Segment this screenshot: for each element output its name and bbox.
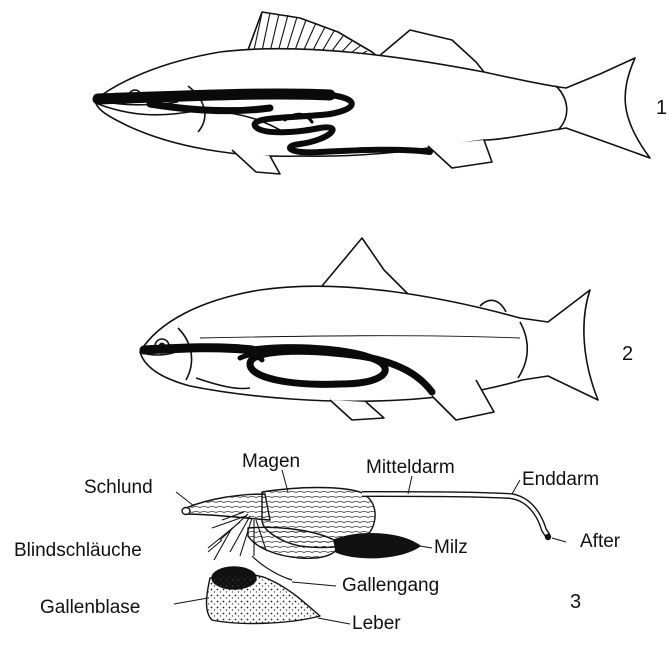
label-after: After: [580, 532, 620, 551]
fish-2: [140, 238, 598, 420]
hindgut: [510, 496, 548, 536]
spleen: [334, 534, 420, 558]
label-blindschlaeuche: Blindschläuche: [14, 541, 142, 560]
label-magen: Magen: [242, 452, 300, 471]
label-gallenblase: Gallenblase: [40, 598, 140, 617]
label-schlund: Schlund: [84, 478, 153, 497]
organ-diagram: [182, 488, 551, 624]
label-milz: Milz: [434, 538, 468, 557]
liver: [207, 574, 321, 623]
label-enddarm: Enddarm: [522, 470, 599, 489]
fish-2-pelvic-fin: [330, 400, 384, 420]
esophagus: [186, 494, 270, 520]
anus: [546, 535, 551, 540]
label-gallengang: Gallengang: [342, 576, 439, 595]
figure-number-3: 3: [570, 592, 581, 612]
figure-number-2: 2: [622, 344, 633, 364]
label-mitteldarm: Mitteldarm: [366, 458, 455, 477]
label-leber: Leber: [352, 614, 401, 633]
figure-number-1: 1: [656, 98, 667, 118]
